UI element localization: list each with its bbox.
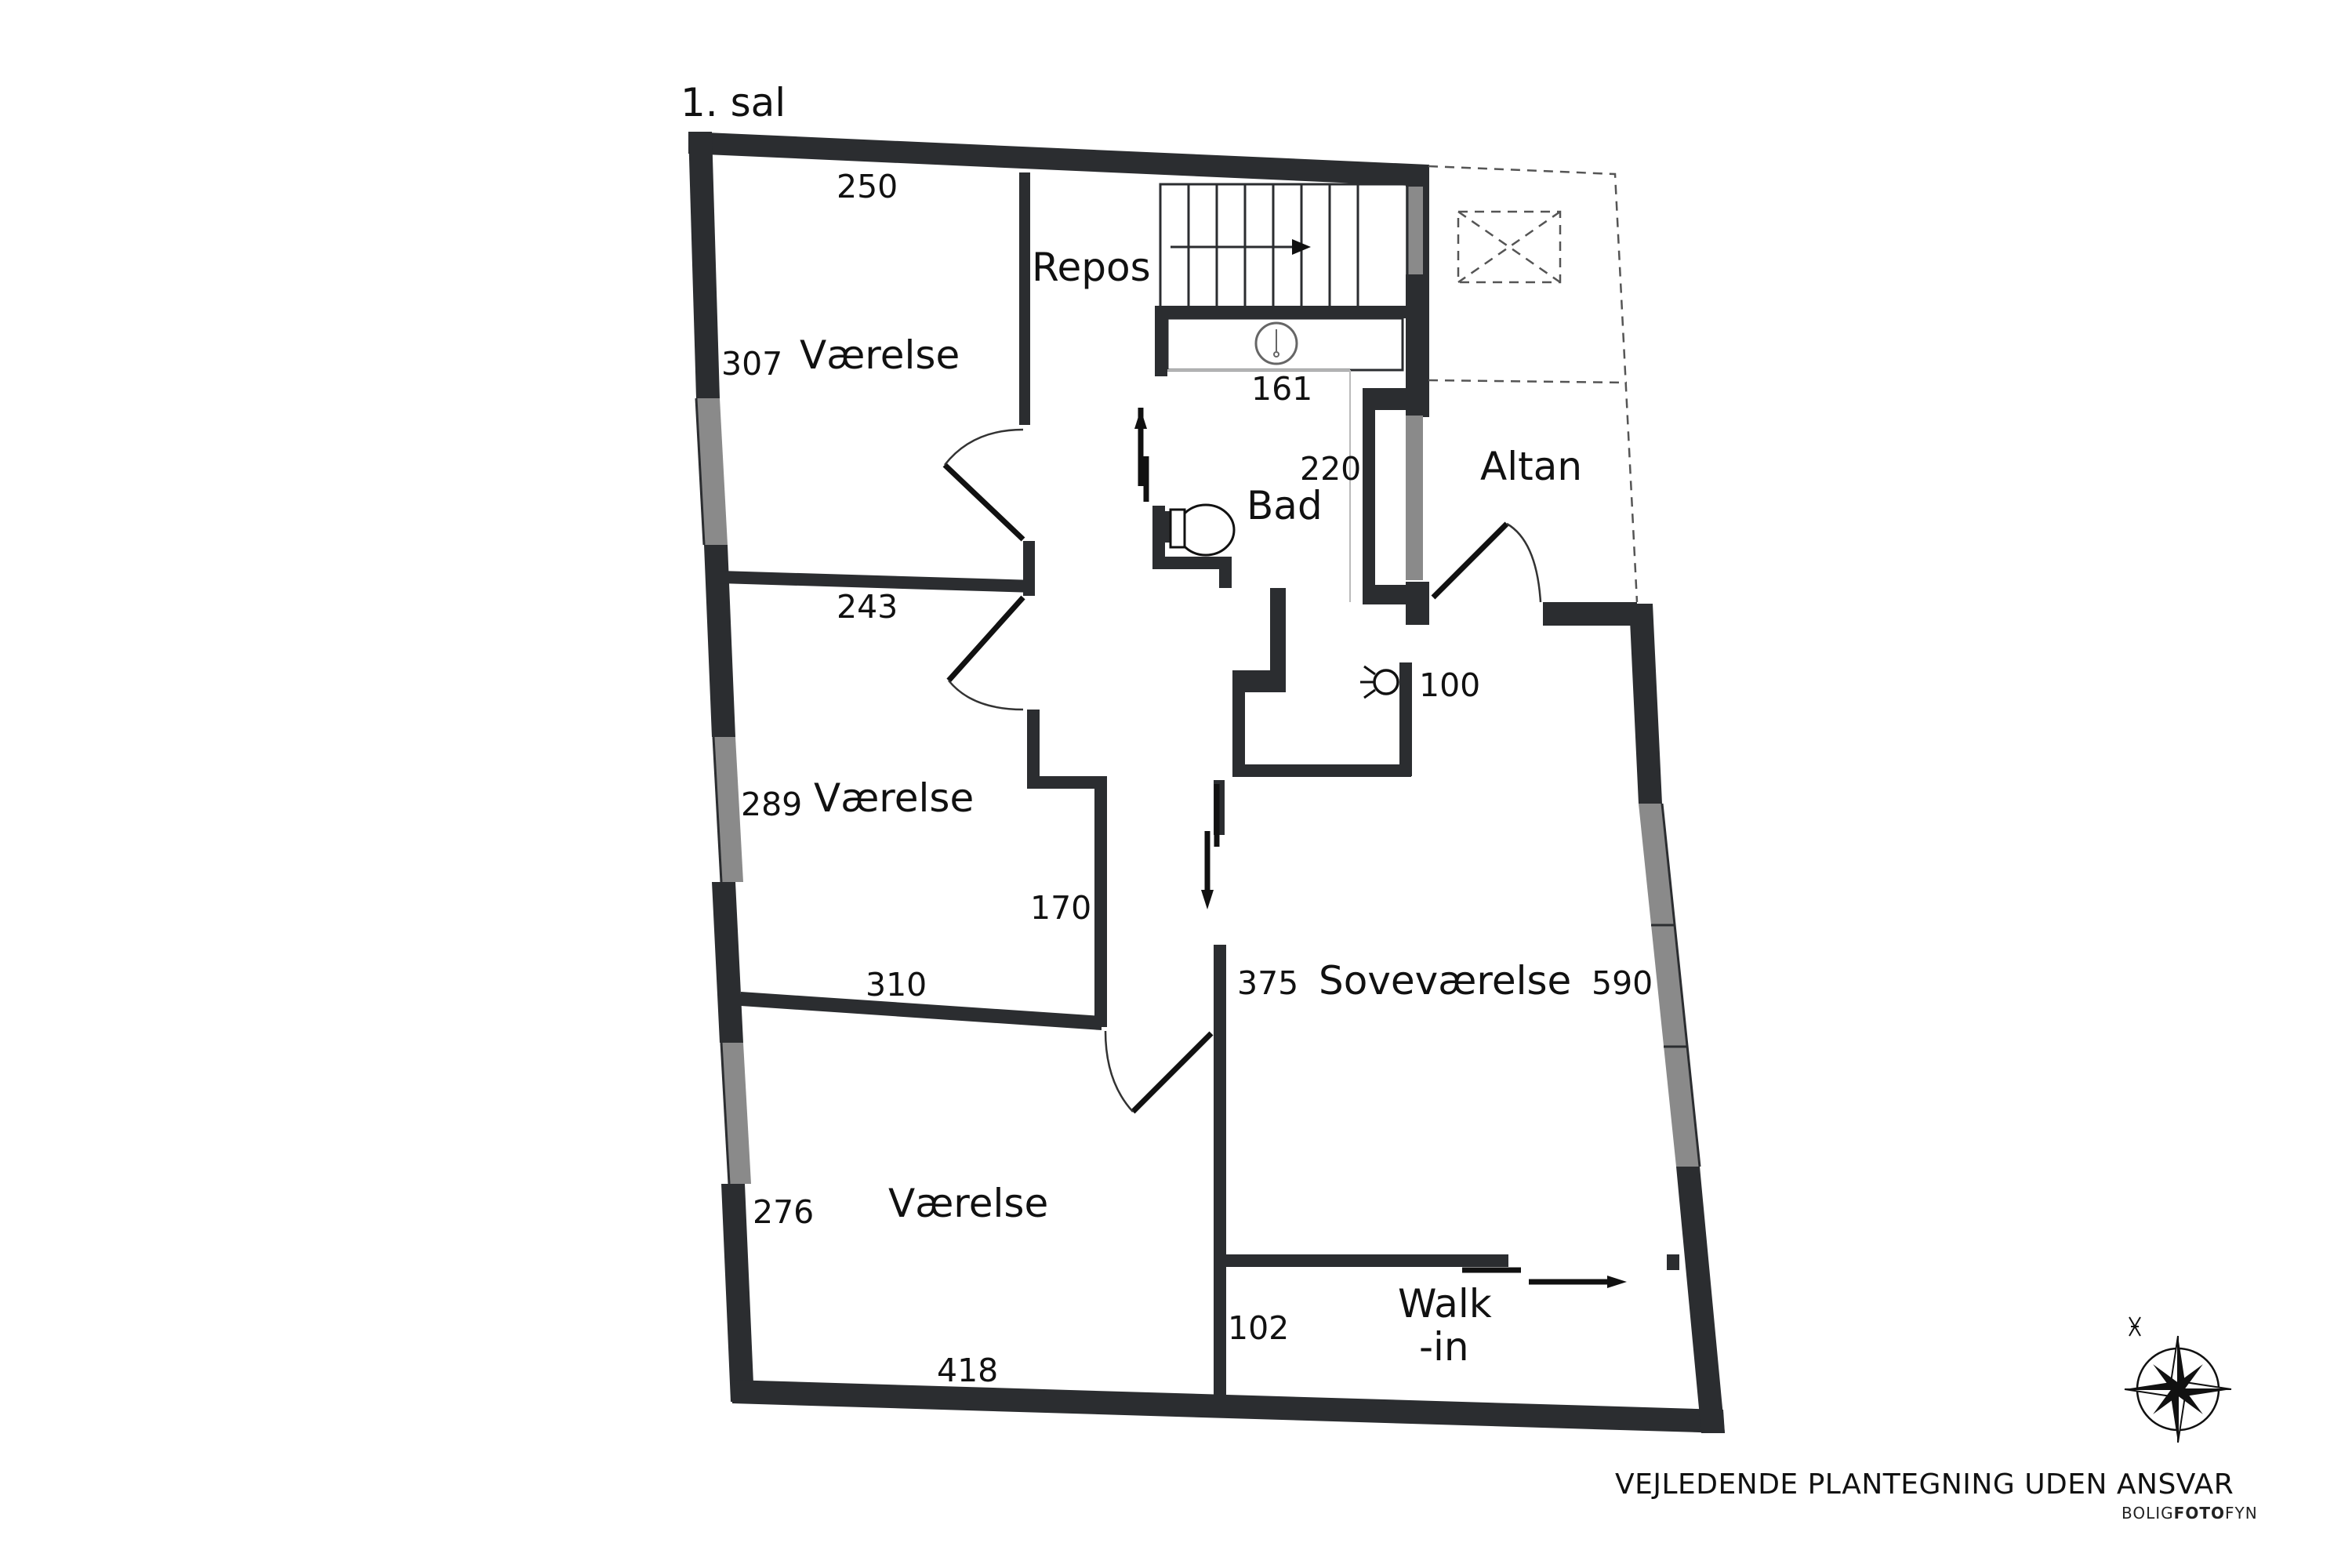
sink-icon [1166, 317, 1404, 372]
dimension-102: 102 [1228, 1309, 1289, 1347]
balcony-outline [1428, 165, 1639, 603]
light-fixture-icon [1360, 665, 1399, 699]
doors [942, 369, 1627, 1288]
dimension-170: 170 [1030, 889, 1091, 927]
sliding-arrow-down-icon [1201, 890, 1214, 909]
dimension-243: 243 [837, 588, 898, 626]
brand-part-1: BOLIG [2122, 1504, 2174, 1523]
disclaimer-text: VEJLEDENDE PLANTEGNING UDEN ANSVAR [1615, 1468, 2234, 1501]
dimension-276: 276 [753, 1193, 814, 1231]
brand-part-3: FYN [2225, 1504, 2258, 1523]
dimension-289: 289 [741, 786, 802, 823]
brand-part-2: FOTO [2174, 1504, 2225, 1523]
brand-logo-text: BOLIGFOTOFYN [2122, 1504, 2258, 1523]
outer-walls [688, 132, 1725, 1433]
dimension-250: 250 [837, 168, 898, 205]
room-label-vaerelse-2: Værelse [814, 775, 974, 821]
dimension-375: 375 [1237, 964, 1298, 1002]
room-label-vaerelse-1: Værelse [800, 332, 960, 378]
sliding-arrow-up-icon [1134, 409, 1147, 429]
room-label-repos: Repos [1032, 245, 1151, 290]
room-label-vaerelse-3: Værelse [888, 1181, 1048, 1226]
dimension-310: 310 [866, 966, 927, 1004]
dimension-418: 418 [937, 1352, 998, 1389]
dimension-161: 161 [1251, 370, 1312, 408]
room-label-bad: Bad [1247, 483, 1323, 528]
dimension-220: 220 [1300, 450, 1361, 488]
stair-arrow-icon [1292, 239, 1311, 255]
dimension-307: 307 [721, 345, 782, 383]
room-label-walk-in: Walk [1398, 1281, 1492, 1327]
dimension-590: 590 [1592, 964, 1653, 1002]
compass-rose-icon [2124, 1316, 2232, 1443]
room-label-altan: Altan [1480, 444, 1582, 489]
sliding-arrow-right-icon [1607, 1276, 1627, 1288]
toilet-icon [1156, 503, 1236, 557]
windows [695, 187, 1701, 1185]
staircase [1159, 183, 1409, 310]
dimension-100: 100 [1419, 666, 1480, 704]
interior-walls [720, 172, 1679, 1399]
floor-title: 1. sal [681, 80, 786, 125]
room-label-sovevaerelse: Soveværelse [1319, 958, 1571, 1004]
room-label-walk-in-2: -in [1419, 1324, 1469, 1370]
